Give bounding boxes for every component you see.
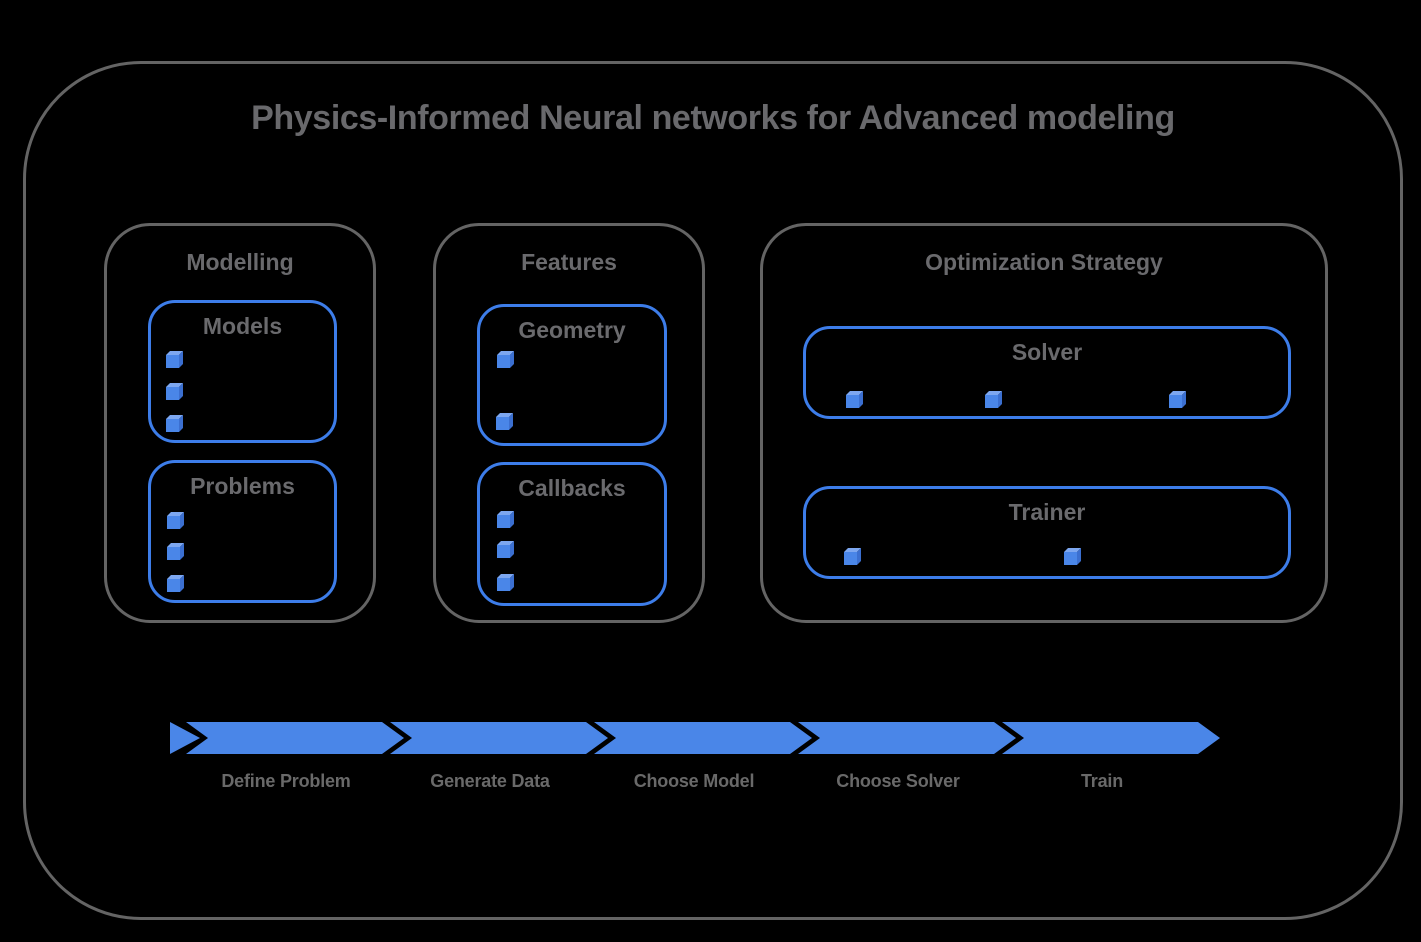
- section-optimization-strategy: Optimization Strategy Solver Trainer: [760, 223, 1328, 623]
- cube-bullet-icon: [166, 419, 179, 432]
- cube-bullet-icon: [166, 387, 179, 400]
- cube-bullet-icon: [846, 395, 859, 408]
- outer-frame: Physics-Informed Neural networks for Adv…: [23, 61, 1403, 920]
- box-solver-label: Solver: [1011, 339, 1083, 365]
- section-features: Features Geometry Callbacks: [433, 223, 705, 623]
- chevron-segment-choose-model: [594, 722, 812, 754]
- cube-bullet-icon: [167, 547, 180, 560]
- cube-bullet-icon: [1064, 552, 1077, 565]
- flow-step-label: Train: [1080, 771, 1123, 791]
- section-features-label: Features: [521, 249, 617, 275]
- box-models: Models: [148, 300, 337, 443]
- cube-bullet-icon: [985, 395, 998, 408]
- flow-step-label: Generate Data: [430, 771, 550, 791]
- box-geometry-label: Geometry: [518, 317, 626, 343]
- chevron-segment-choose-solver: [798, 722, 1016, 754]
- section-modelling-label: Modelling: [186, 249, 294, 275]
- section-optimization-label: Optimization Strategy: [925, 249, 1163, 275]
- box-geometry: Geometry: [477, 304, 667, 446]
- box-trainer: Trainer: [803, 486, 1291, 579]
- process-flow-arrow: [170, 722, 1220, 754]
- chevron-segment-generate-data: [390, 722, 608, 754]
- cube-bullet-icon: [497, 515, 510, 528]
- cube-bullet-icon: [844, 552, 857, 565]
- section-modelling: Modelling Models Problems: [104, 223, 376, 623]
- cube-bullet-icon: [166, 355, 179, 368]
- cube-bullet-icon: [167, 579, 180, 592]
- box-callbacks-label: Callbacks: [518, 475, 626, 501]
- chevron-segment-train: [1002, 722, 1220, 754]
- box-models-label: Models: [202, 313, 283, 339]
- box-problems: Problems: [148, 460, 337, 603]
- flow-step-label: Define Problem: [221, 771, 351, 791]
- page-title: Physics-Informed Neural networks for Adv…: [251, 99, 1175, 137]
- flow-step-label: Choose Model: [633, 771, 755, 791]
- cube-bullet-icon: [497, 578, 510, 591]
- box-callbacks: Callbacks: [477, 462, 667, 606]
- box-solver: Solver: [803, 326, 1291, 419]
- cube-bullet-icon: [167, 516, 180, 529]
- box-trainer-label: Trainer: [1008, 499, 1086, 525]
- cube-bullet-icon: [1169, 395, 1182, 408]
- chevron-segment-define-problem: [186, 722, 404, 754]
- cube-bullet-icon: [497, 355, 510, 368]
- cube-bullet-icon: [496, 417, 509, 430]
- box-problems-label: Problems: [190, 473, 295, 499]
- process-flow-labels: Define Problem Generate Data Choose Mode…: [184, 771, 1204, 792]
- cube-bullet-icon: [497, 545, 510, 558]
- flow-step-label: Choose Solver: [836, 771, 960, 791]
